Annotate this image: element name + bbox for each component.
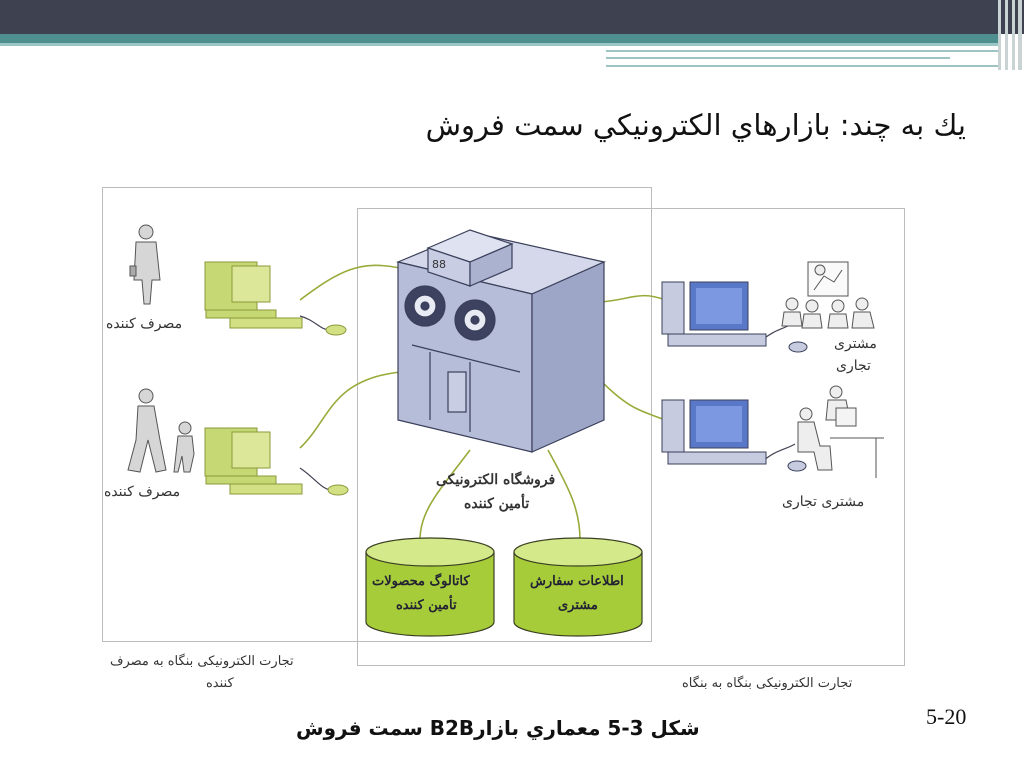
b2c-label-1: تجارت الکترونیکی بنگاه به مصرف	[110, 654, 294, 669]
business-customer-top-label-2: تجاری	[836, 358, 871, 374]
consumer-bottom-label: مصرف کننده	[104, 484, 181, 500]
slide-title: يك به چند: بازارهاي الكترونيكي سمت فروش	[425, 108, 966, 142]
business-customer-top-label-1: مشتری	[834, 336, 877, 352]
store-label-2: تأمین کننده	[464, 496, 530, 512]
consumer-family-icon	[127, 388, 195, 473]
meeting-icon	[781, 261, 875, 329]
header-stripes	[996, 0, 1024, 70]
business-computer-icon	[661, 281, 808, 353]
server-icon: 88	[396, 229, 606, 453]
catalog-label-2: تأمین کننده	[396, 598, 457, 613]
header-thin-line	[606, 50, 1000, 52]
header-thin-line	[606, 65, 1000, 67]
figure-caption: شكل 3-5 معماري بازارB2B سمت فروش	[296, 716, 700, 740]
consumer-top-label: مصرف کننده	[106, 316, 183, 332]
svg-text:88: 88	[432, 258, 446, 271]
orders-label-1: اطلاعات سفارش	[530, 574, 624, 589]
b2c-label-2: کننده	[206, 676, 234, 691]
consumer-computer-icon	[204, 427, 349, 496]
consumer-computer-icon	[204, 261, 347, 336]
header-accent-line-light	[0, 43, 1000, 46]
b2b-frame	[357, 208, 905, 666]
page-number: 5-20	[926, 704, 967, 729]
header-thin-line	[606, 57, 950, 59]
b2b-label: تجارت الکترونیکی بنگاه به بنگاه	[682, 676, 853, 691]
office-icon	[797, 385, 884, 478]
business-customer-bottom-label: مشتری تجاری	[782, 494, 865, 510]
orders-database-icon	[513, 537, 643, 637]
catalog-database-icon	[365, 537, 495, 637]
header-bar	[0, 0, 1024, 34]
orders-label-2: مشتری	[558, 598, 598, 613]
connection-lines	[299, 264, 666, 541]
business-computer-icon	[661, 399, 807, 472]
header-accent-line	[0, 34, 1000, 43]
consumer-person-icon	[129, 224, 161, 305]
catalog-label-1: کاتالوگ محصولات	[372, 574, 470, 589]
store-label-1: فروشگاه الکترونیکی	[436, 472, 556, 488]
